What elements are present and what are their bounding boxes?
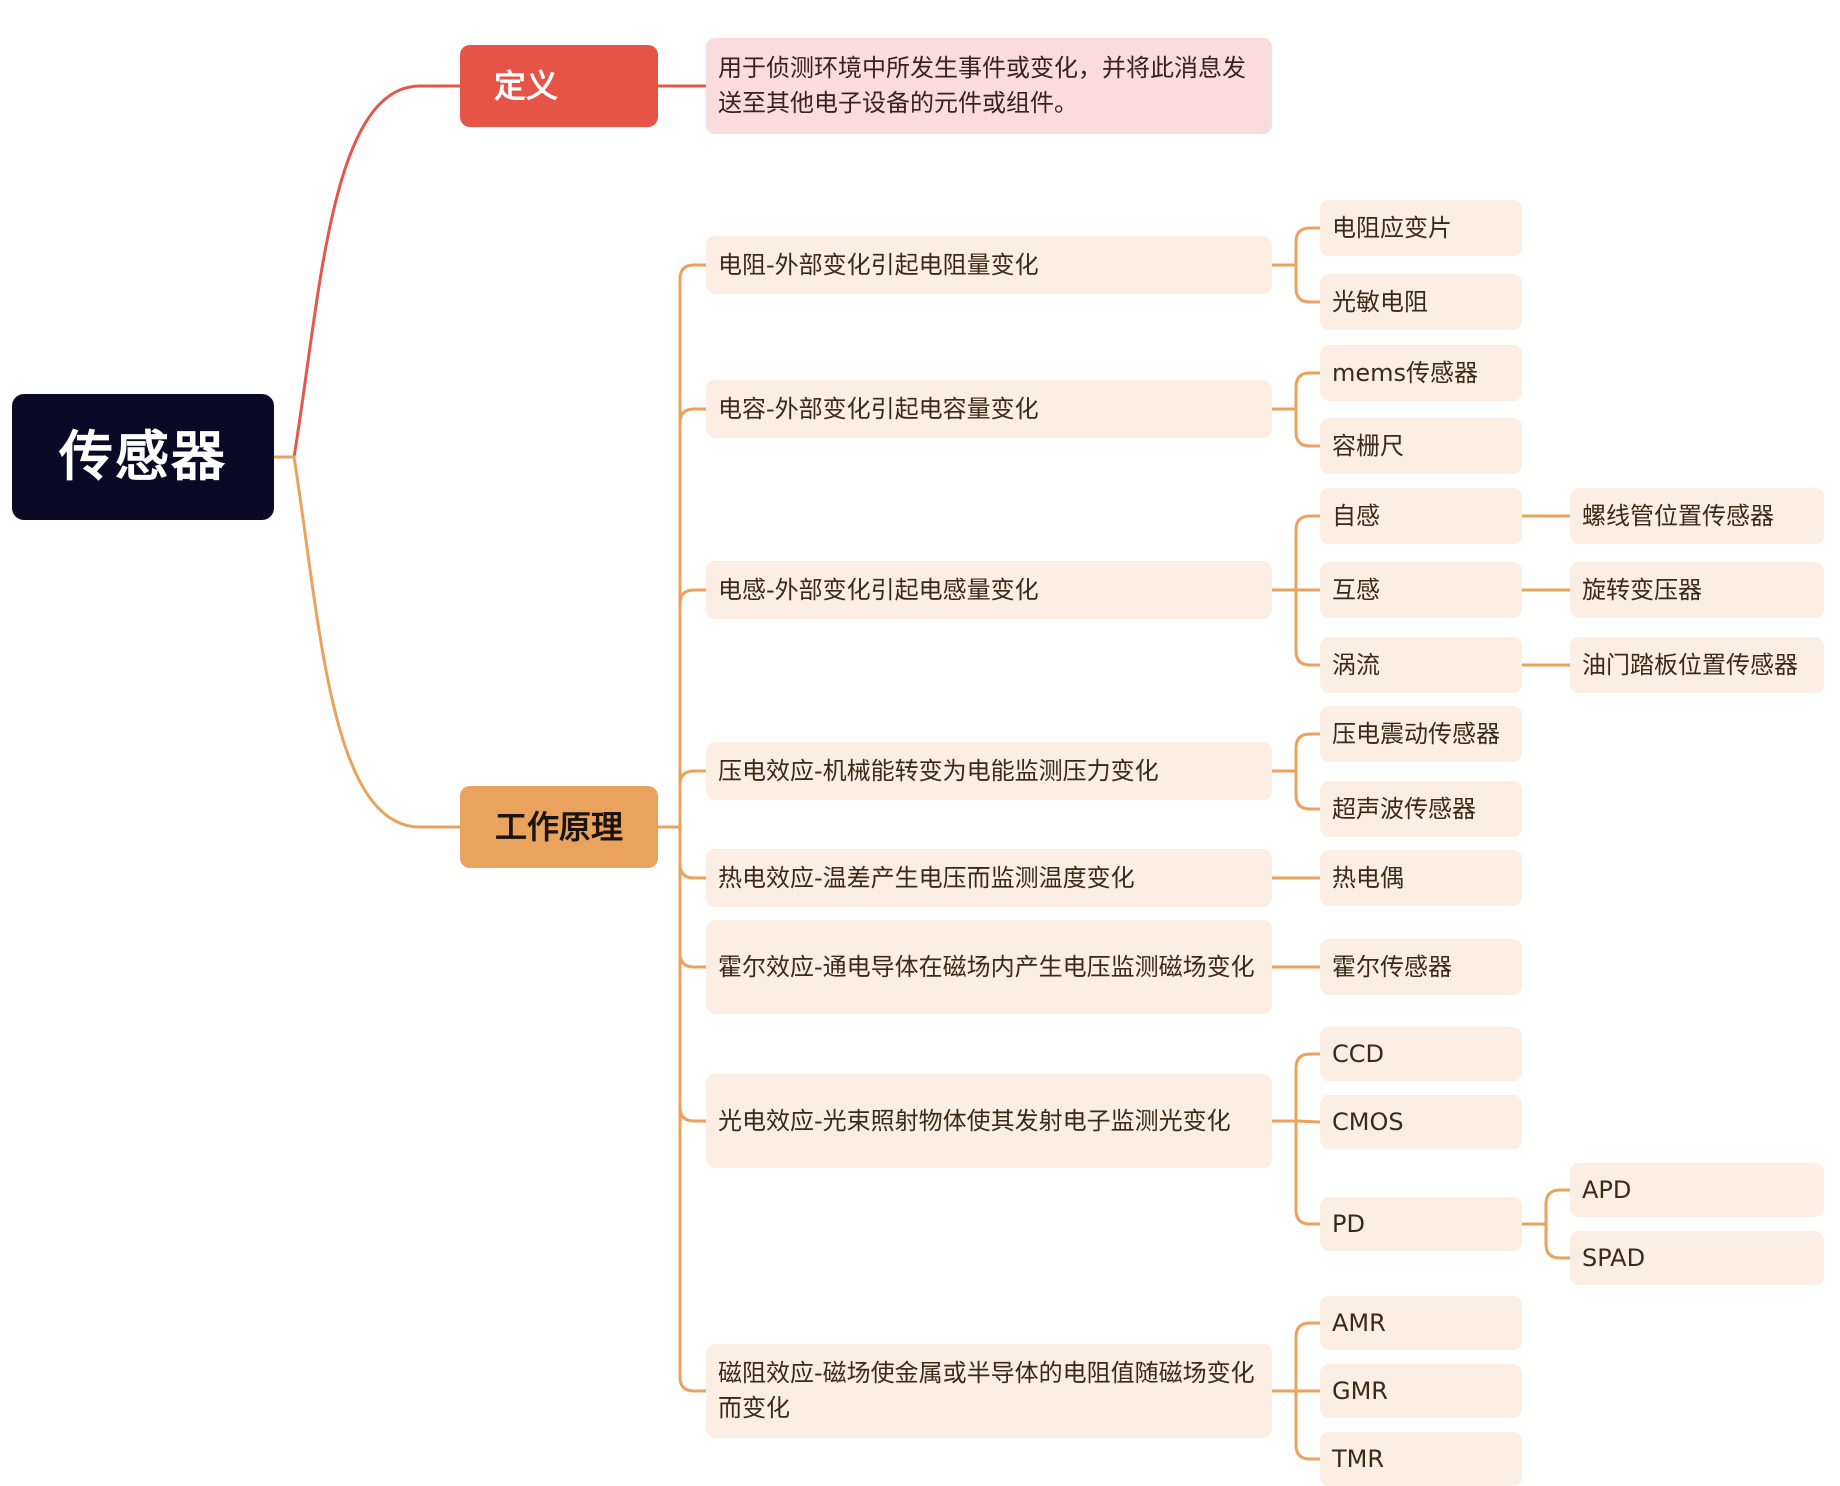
link-magneto-0 xyxy=(1294,1321,1322,1393)
link-photo-1 xyxy=(1294,1119,1322,1124)
sensor-mems[interactable]: mems传感器 xyxy=(1320,345,1522,401)
link-principle-2 xyxy=(678,588,708,829)
link-pd-0 xyxy=(1544,1188,1572,1226)
definition-text[interactable]: 用于侦测环境中所发生事件或变化，并将此消息发送至其他电子设备的元件或组件。 xyxy=(706,38,1272,134)
link-root-definition xyxy=(272,84,462,459)
link-piezo-1 xyxy=(1294,769,1322,811)
branch-definition[interactable]: 定义 xyxy=(460,45,658,127)
sensor-solenoid-position[interactable]: 螺线管位置传感器 xyxy=(1570,488,1824,544)
principle-magnetoresistance[interactable]: 磁阻效应-磁场使金属或半导体的电阻值随磁场变化而变化 xyxy=(706,1344,1272,1438)
link-resistance-0 xyxy=(1294,226,1322,267)
branch-working-principle[interactable]: 工作原理 xyxy=(460,786,658,868)
link-capacitance-0 xyxy=(1294,371,1322,411)
sensor-capacitive-grating[interactable]: 容栅尺 xyxy=(1320,418,1522,474)
principle-inductance[interactable]: 电感-外部变化引起电感量变化 xyxy=(706,561,1272,619)
link-principle-7 xyxy=(678,825,708,1393)
link-principle-4 xyxy=(678,825,708,880)
sensor-resolver[interactable]: 旋转变压器 xyxy=(1570,562,1824,618)
sensor-pd[interactable]: PD xyxy=(1320,1197,1522,1251)
link-principle-0 xyxy=(678,263,708,829)
link-piezo-0 xyxy=(1294,732,1322,773)
sensor-amr[interactable]: AMR xyxy=(1320,1296,1522,1350)
sensor-piezo-vibration[interactable]: 压电震动传感器 xyxy=(1320,706,1522,762)
sensor-tmr[interactable]: TMR xyxy=(1320,1432,1522,1486)
link-inductance-0 xyxy=(1294,514,1322,592)
sensor-mutual-inductance[interactable]: 互感 xyxy=(1320,562,1522,618)
link-principle-3 xyxy=(678,769,708,829)
sensor-apd[interactable]: APD xyxy=(1570,1163,1824,1217)
principle-photoelectric[interactable]: 光电效应-光束照射物体使其发射电子监测光变化 xyxy=(706,1074,1272,1168)
sensor-strain-gauge[interactable]: 电阻应变片 xyxy=(1320,200,1522,256)
link-principle-1 xyxy=(678,407,708,829)
sensor-ultrasonic[interactable]: 超声波传感器 xyxy=(1320,781,1522,837)
sensor-hall[interactable]: 霍尔传感器 xyxy=(1320,939,1522,995)
principle-resistance[interactable]: 电阻-外部变化引起电阻量变化 xyxy=(706,236,1272,294)
sensor-gmr[interactable]: GMR xyxy=(1320,1364,1522,1418)
root-node[interactable]: 传感器 xyxy=(12,394,274,520)
link-photo-0 xyxy=(1294,1052,1322,1123)
sensor-spad[interactable]: SPAD xyxy=(1570,1231,1824,1285)
link-pd-1 xyxy=(1544,1222,1572,1260)
sensor-ccd[interactable]: CCD xyxy=(1320,1027,1522,1081)
sensor-eddy-current[interactable]: 涡流 xyxy=(1320,637,1522,693)
link-capacitance-1 xyxy=(1294,407,1322,448)
link-magneto-2 xyxy=(1294,1389,1322,1461)
link-root-principle xyxy=(272,455,462,829)
principle-hall-effect[interactable]: 霍尔效应-通电导体在磁场内产生电压监测磁场变化 xyxy=(706,920,1272,1014)
sensor-photoresistor[interactable]: 光敏电阻 xyxy=(1320,274,1522,330)
sensor-self-inductance[interactable]: 自感 xyxy=(1320,488,1522,544)
principle-capacitance[interactable]: 电容-外部变化引起电容量变化 xyxy=(706,380,1272,438)
link-principle-6 xyxy=(678,825,708,1123)
principle-thermoelectric[interactable]: 热电效应-温差产生电压而监测温度变化 xyxy=(706,849,1272,907)
link-principle-5 xyxy=(678,825,708,969)
sensor-cmos[interactable]: CMOS xyxy=(1320,1095,1522,1149)
link-inductance-2 xyxy=(1294,588,1322,667)
sensor-thermocouple[interactable]: 热电偶 xyxy=(1320,850,1522,906)
sensor-accelerator-pedal[interactable]: 油门踏板位置传感器 xyxy=(1570,637,1824,693)
link-resistance-1 xyxy=(1294,263,1322,304)
principle-piezoelectric[interactable]: 压电效应-机械能转变为电能监测压力变化 xyxy=(706,742,1272,800)
link-photo-2 xyxy=(1294,1119,1322,1226)
